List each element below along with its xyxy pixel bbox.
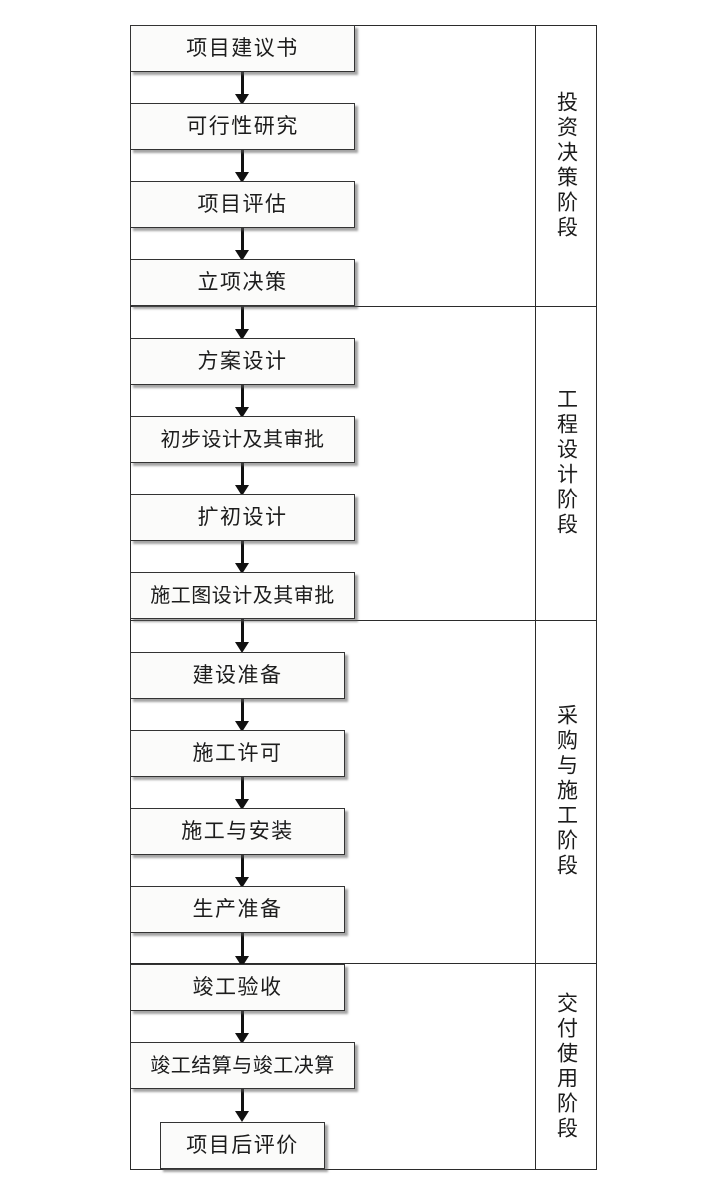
edge-n12-n13	[232, 933, 252, 967]
phase-label-text: 工程设计阶段	[554, 388, 579, 538]
edge-n14-n15	[232, 1089, 252, 1122]
edge-n7-n8	[232, 541, 252, 574]
phase-label-investment-decision: 投资决策阶段	[535, 25, 597, 306]
phase-column-divider	[535, 25, 536, 1170]
node-project-proposal[interactable]: 项目建议书	[130, 25, 355, 72]
phase-label-text: 投资决策阶段	[554, 90, 579, 241]
node-label: 扩初设计	[197, 505, 288, 529]
edge-n5-n6	[232, 385, 252, 418]
phase-label-delivery-use: 交付使用阶段	[535, 963, 597, 1170]
node-preliminary-design-approval[interactable]: 初步设计及其审批	[130, 416, 355, 463]
node-label: 项目建议书	[186, 36, 299, 60]
node-construction-drawing-approval[interactable]: 施工图设计及其审批	[130, 572, 355, 619]
node-project-approval-decision[interactable]: 立项决策	[130, 259, 355, 306]
node-label: 施工许可	[192, 741, 283, 765]
phase-divider-1	[130, 306, 597, 307]
node-label: 施工图设计及其审批	[150, 584, 335, 607]
node-label: 项目评估	[197, 192, 288, 216]
node-label: 项目后评价	[186, 1133, 299, 1157]
node-completion-acceptance[interactable]: 竣工验收	[130, 964, 345, 1011]
node-feasibility-study[interactable]: 可行性研究	[130, 103, 355, 150]
node-post-project-evaluation[interactable]: 项目后评价	[160, 1122, 325, 1169]
node-extended-preliminary-design[interactable]: 扩初设计	[130, 494, 355, 541]
phase-divider-2	[130, 620, 597, 621]
phase-label-text: 采购与施工阶段	[554, 704, 579, 879]
edge-n2-n3	[232, 148, 252, 183]
node-label: 可行性研究	[186, 114, 299, 138]
node-label: 生产准备	[192, 897, 283, 921]
node-label: 初步设计及其审批	[160, 428, 325, 451]
edge-n11-n12	[232, 855, 252, 888]
phase-divider-3	[130, 963, 597, 964]
edge-n13-n14	[232, 1011, 252, 1044]
edge-n8-n9	[232, 619, 252, 653]
node-construction-permit[interactable]: 施工许可	[130, 730, 345, 777]
phase-label-text: 交付使用阶段	[554, 991, 579, 1142]
phase-label-procurement-construction: 采购与施工阶段	[535, 620, 597, 963]
node-label: 竣工结算与竣工决算	[150, 1054, 335, 1077]
edge-n3-n4	[232, 226, 252, 261]
node-scheme-design[interactable]: 方案设计	[130, 338, 355, 385]
node-label: 建设准备	[192, 663, 283, 687]
phase-label-engineering-design: 工程设计阶段	[535, 306, 597, 620]
node-label: 竣工验收	[192, 975, 283, 999]
edge-n10-n11	[232, 777, 252, 810]
node-construction-and-installation[interactable]: 施工与安装	[130, 808, 345, 855]
node-label: 立项决策	[197, 270, 288, 294]
node-production-preparation[interactable]: 生产准备	[130, 886, 345, 933]
edge-n4-n5	[232, 304, 252, 340]
edge-n6-n7	[232, 463, 252, 496]
edge-n1-n2	[232, 70, 252, 105]
node-project-evaluation[interactable]: 项目评估	[130, 181, 355, 228]
edge-n9-n10	[232, 699, 252, 732]
node-label: 施工与安装	[181, 819, 294, 843]
node-label: 方案设计	[197, 349, 288, 373]
node-construction-preparation[interactable]: 建设准备	[130, 652, 345, 699]
node-final-settlement-and-accounts[interactable]: 竣工结算与竣工决算	[130, 1042, 355, 1089]
